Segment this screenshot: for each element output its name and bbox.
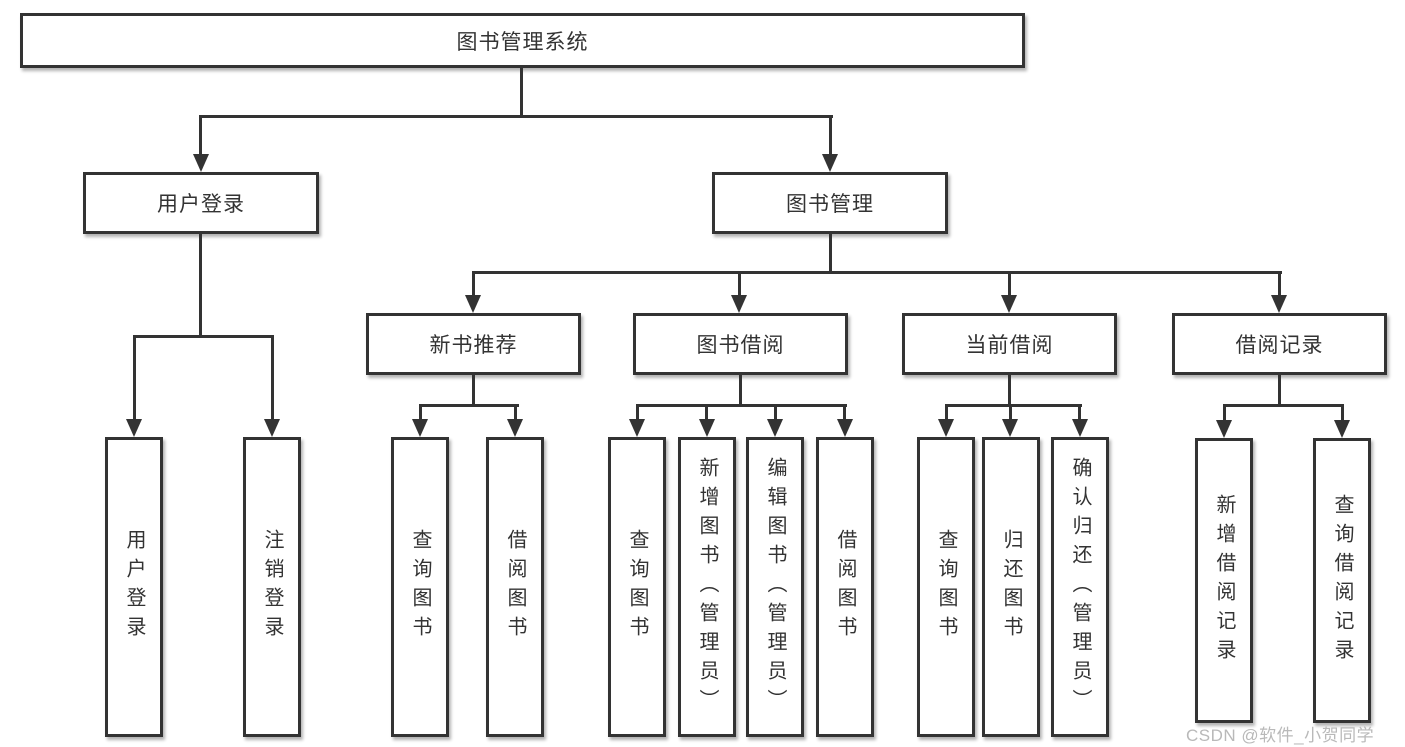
connector-rail (1223, 404, 1344, 407)
connector-trunk (1278, 375, 1281, 407)
node-book-borrowing: 图书借阅 (633, 313, 848, 375)
connector-book-management-trunk (829, 234, 832, 274)
arrow-down-icon (465, 295, 481, 313)
leaf-return-books: 归还图书 (982, 437, 1040, 737)
leaf-query-books-borrow: 查询图书 (608, 437, 666, 737)
arrow-down-icon (822, 154, 838, 172)
connector-rail (419, 404, 519, 407)
arrow-down-icon (629, 419, 645, 437)
arrow-down-icon (938, 419, 954, 437)
connector-stem (1223, 404, 1226, 422)
connector-trunk (739, 375, 742, 407)
leaf-edit-book-admin-label: 编辑图书（管理员） (764, 456, 786, 718)
connector-rail (133, 335, 274, 338)
connector-stem (199, 115, 202, 157)
node-user-login: 用户登录 (83, 172, 319, 234)
node-book-management: 图书管理 (712, 172, 948, 234)
leaf-add-book-admin: 新增图书（管理员） (678, 437, 736, 737)
connector-stem (1078, 404, 1081, 421)
arrow-down-icon (193, 154, 209, 172)
connector-stem (945, 404, 948, 421)
connector-stem (738, 271, 741, 299)
arrow-down-icon (507, 419, 523, 437)
arrow-down-icon (1271, 295, 1287, 313)
leaf-logout: 注销登录 (243, 437, 301, 737)
leaf-edit-book-admin: 编辑图书（管理员） (746, 437, 804, 737)
connector-root-trunk (520, 68, 523, 118)
leaf-query-books-borrow-label: 查询图书 (626, 529, 648, 645)
connector-stem (774, 404, 777, 421)
arrow-down-icon (699, 419, 715, 437)
node-borrowing-records: 借阅记录 (1172, 313, 1387, 375)
leaf-add-borrow-record: 新增借阅记录 (1195, 438, 1253, 723)
connector-stem (419, 404, 422, 421)
leaf-query-books-recommend: 查询图书 (391, 437, 449, 737)
leaf-add-book-admin-label: 新增图书（管理员） (696, 456, 718, 718)
leaf-borrow-books-recommend: 借阅图书 (486, 437, 544, 737)
leaf-query-books-recommend-label: 查询图书 (409, 529, 431, 645)
connector-stem (133, 335, 136, 421)
connector-stem (1008, 271, 1011, 299)
arrow-down-icon (1334, 420, 1350, 438)
leaf-query-books-current-label: 查询图书 (935, 529, 957, 645)
leaf-user-login-label: 用户登录 (123, 529, 145, 645)
connector-stem (1341, 404, 1344, 422)
arrow-down-icon (1002, 419, 1018, 437)
connector-trunk (1008, 375, 1011, 407)
leaf-borrow-books-recommend-label: 借阅图书 (504, 529, 526, 645)
connector-stem (1278, 271, 1281, 299)
connector-level3-rail (472, 271, 1282, 274)
connector-stem (472, 271, 475, 299)
leaf-borrow-books: 借阅图书 (816, 437, 874, 737)
arrow-down-icon (1001, 295, 1017, 313)
connector-rail (945, 404, 1082, 407)
node-current-borrowing: 当前借阅 (902, 313, 1117, 375)
arrow-down-icon (837, 419, 853, 437)
connector-level2-rail (199, 115, 833, 118)
leaf-user-login: 用户登录 (105, 437, 163, 737)
arrow-down-icon (412, 419, 428, 437)
arrow-down-icon (731, 295, 747, 313)
node-library-management-system: 图书管理系统 (20, 13, 1025, 68)
connector-stem (514, 404, 517, 421)
leaf-borrow-books-label: 借阅图书 (834, 529, 856, 645)
csdn-watermark: CSDN @软件_小贺同学 (1186, 726, 1375, 745)
leaf-logout-label: 注销登录 (261, 529, 283, 645)
connector-stem (1009, 404, 1012, 421)
connector-stem (843, 404, 846, 421)
leaf-confirm-return-admin-label: 确认归还（管理员） (1069, 456, 1091, 718)
connector-stem (829, 115, 832, 157)
connector-stem (705, 404, 708, 421)
leaf-add-borrow-record-label: 新增借阅记录 (1213, 493, 1235, 668)
arrow-down-icon (1216, 420, 1232, 438)
leaf-query-borrow-record-label: 查询借阅记录 (1331, 493, 1353, 668)
node-new-book-recommendation: 新书推荐 (366, 313, 581, 375)
arrow-down-icon (1072, 419, 1088, 437)
arrow-down-icon (264, 419, 280, 437)
connector-stem (636, 404, 639, 421)
leaf-confirm-return-admin: 确认归还（管理员） (1051, 437, 1109, 737)
connector-user-login-trunk (199, 234, 202, 338)
leaf-query-borrow-record: 查询借阅记录 (1313, 438, 1371, 723)
leaf-return-books-label: 归还图书 (1000, 529, 1022, 645)
connector-stem (271, 335, 274, 421)
arrow-down-icon (126, 419, 142, 437)
connector-trunk (472, 375, 475, 407)
arrow-down-icon (767, 419, 783, 437)
leaf-query-books-current: 查询图书 (917, 437, 975, 737)
connector-rail (636, 404, 847, 407)
